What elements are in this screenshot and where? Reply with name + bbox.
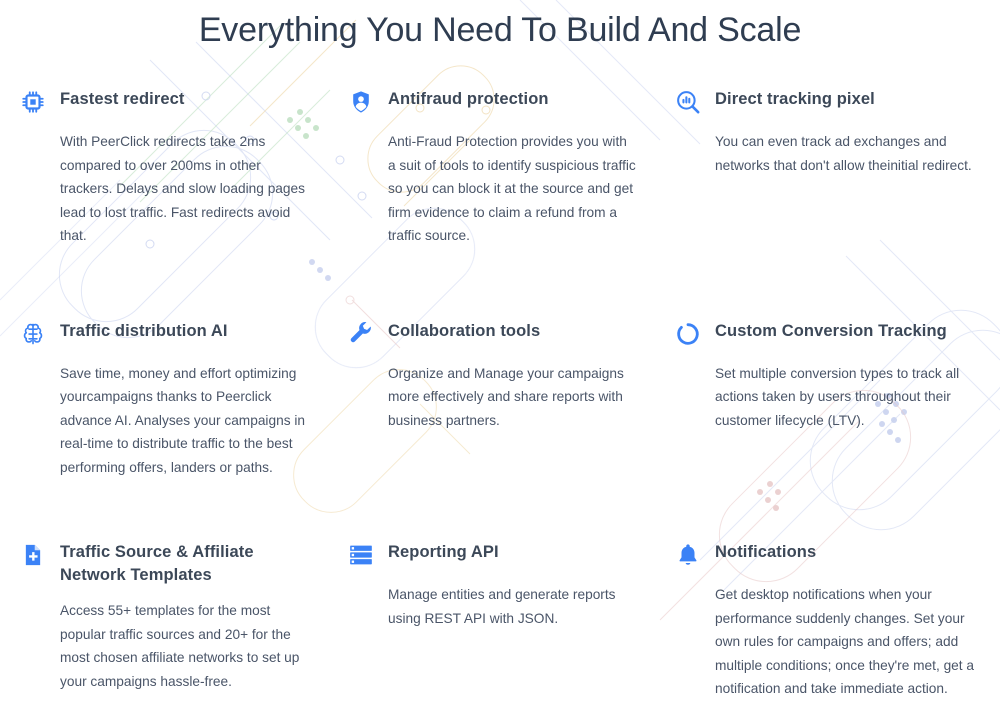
feature-header: Direct tracking pixel — [675, 88, 982, 118]
feature-header: Traffic distribution AI — [20, 320, 310, 350]
bell-icon — [675, 542, 701, 568]
feature-card-fastest-redirect[interactable]: Fastest redirect With PeerClick redirect… — [0, 88, 328, 248]
feature-title: Direct tracking pixel — [715, 90, 875, 108]
feature-description: Set multiple conversion types to track a… — [715, 365, 960, 428]
shield-user-icon — [348, 89, 374, 115]
feature-header: Antifraud protection — [348, 88, 637, 118]
feature-description: You can even track ad exchanges and netw… — [715, 134, 972, 173]
feature-card-collaboration-tools[interactable]: Collaboration tools Organize and Manage … — [328, 248, 655, 480]
feature-description: Manage entities and generate reports usi… — [388, 587, 616, 626]
feature-title: Fastest redirect — [60, 90, 185, 108]
feature-card-notifications[interactable]: Notifications Get desktop notifications … — [655, 479, 1000, 701]
feature-title: Custom Conversion Tracking — [715, 321, 947, 340]
wrench-icon — [348, 321, 374, 347]
cpu-chip-icon — [20, 89, 46, 115]
feature-title: Notifications — [715, 543, 817, 561]
feature-description: With PeerClick redirects take 2ms compar… — [60, 134, 305, 243]
feature-card-antifraud-protection[interactable]: Antifraud protection Anti-Fraud Protecti… — [328, 88, 655, 248]
feature-header: Fastest redirect — [20, 88, 310, 118]
feature-card-custom-conversion-tracking[interactable]: Custom Conversion Tracking Set multiple … — [655, 248, 1000, 480]
feature-title: Reporting API — [388, 543, 499, 561]
feature-header: Collaboration tools — [348, 320, 637, 350]
feature-header: Reporting API — [348, 541, 637, 571]
feature-header: Traffic Source & Affiliate Network Templ… — [20, 541, 310, 587]
feature-description: Organize and Manage your campaigns more … — [388, 365, 624, 428]
feature-header: Custom Conversion Tracking — [675, 320, 982, 350]
feature-title: Collaboration tools — [388, 321, 541, 340]
feature-title: Antifraud protection — [388, 90, 549, 108]
feature-card-traffic-source-templates[interactable]: Traffic Source & Affiliate Network Templ… — [0, 479, 328, 701]
feature-description: Access 55+ templates for the most popula… — [60, 603, 300, 689]
features-grid: Fastest redirect With PeerClick redirect… — [0, 88, 1000, 701]
document-plus-icon — [20, 542, 46, 568]
brain-circuit-icon — [20, 321, 46, 347]
page-title: Everything You Need To Build And Scale — [198, 11, 802, 49]
feature-header: Notifications — [675, 541, 982, 571]
list-rows-icon — [348, 542, 374, 568]
refresh-ring-icon — [675, 321, 701, 347]
feature-card-direct-tracking-pixel[interactable]: Direct tracking pixel You can even track… — [655, 88, 1000, 248]
feature-card-reporting-api[interactable]: Reporting API Manage entities and genera… — [328, 479, 655, 701]
magnifier-chart-icon — [675, 89, 701, 115]
features-section: Everything You Need To Build And Scale F… — [22, 11, 974, 696]
feature-title: Traffic Source & Affiliate Network Templ… — [60, 543, 254, 584]
feature-title: Traffic distribution AI — [60, 321, 228, 340]
feature-description: Save time, money and effort optimizing y… — [60, 365, 305, 475]
feature-description: Get desktop notifications when your perf… — [715, 587, 975, 696]
feature-description: Anti-Fraud Protection provides you with … — [388, 134, 636, 243]
feature-card-traffic-distribution-ai[interactable]: Traffic distribution AI Save time, money… — [0, 248, 328, 480]
